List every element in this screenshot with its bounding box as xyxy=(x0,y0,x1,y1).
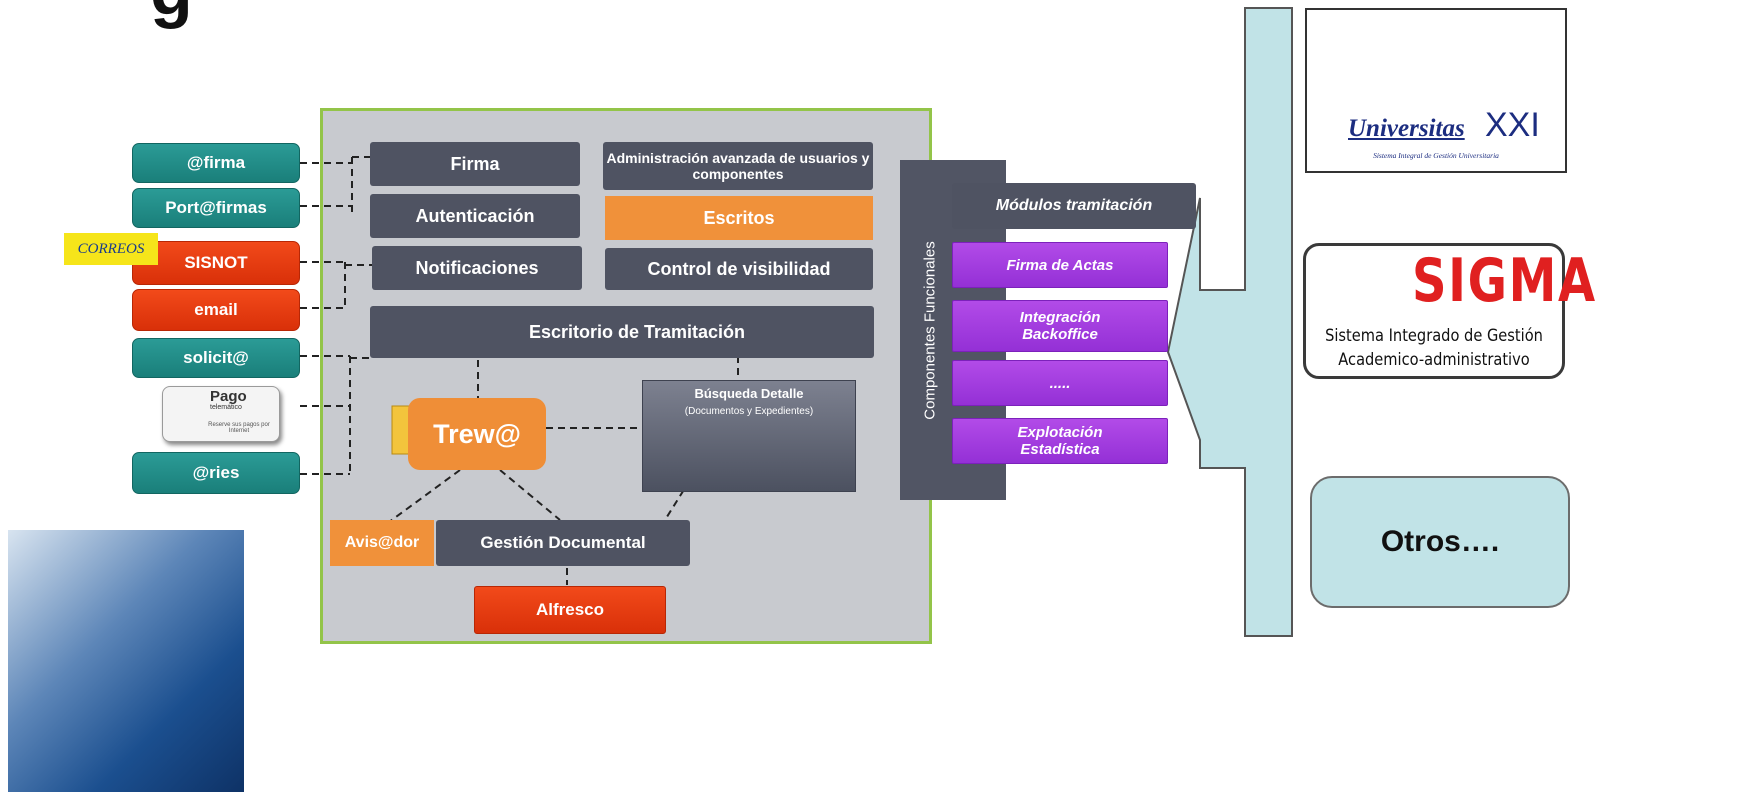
title-fragment: g xyxy=(150,0,193,30)
module-notificaciones: Notificaciones xyxy=(372,246,582,290)
components-header: Módulos tramitación xyxy=(952,183,1196,229)
module-gestion-documental: Gestión Documental xyxy=(436,520,690,566)
pago-title: Pago xyxy=(210,388,247,405)
correos-logo: CORREOS xyxy=(64,233,158,265)
module-autenticacion: Autenticación xyxy=(370,194,580,238)
uxxi-subtitle: Sistema Integral de Gestión Universitari… xyxy=(1373,151,1499,160)
uxxi-name: Universitas xyxy=(1348,115,1465,142)
pago-telematico-badge xyxy=(162,386,280,442)
module-escritos: Escritos xyxy=(605,196,873,240)
component-integracion-backoffice: Integración Backoffice xyxy=(952,300,1168,352)
module-avisador: Avis@dor xyxy=(330,520,434,566)
service-email: email xyxy=(132,289,300,331)
component-placeholder: ..... xyxy=(952,360,1168,406)
universitas-xxi-logo xyxy=(1305,8,1567,173)
service-ries: @ries xyxy=(132,452,300,494)
uxxi-roman: XXI xyxy=(1485,106,1540,144)
pago-subtitle: telemático xyxy=(210,404,242,411)
sigma-logo xyxy=(1303,243,1565,379)
module-admin: Administración avanzada de usuarios y co… xyxy=(603,142,873,190)
module-control-visibilidad: Control de visibilidad xyxy=(605,248,873,290)
pago-footnote: Reserve sus pagos por Internet xyxy=(208,422,270,434)
busqueda-detalle-box xyxy=(642,380,856,492)
service-portafirmas: Port@firmas xyxy=(132,188,300,228)
service-sisnot: SISNOT xyxy=(132,241,300,285)
sigma-subtitle-1: Sistema Integrado de Gestión xyxy=(1325,326,1543,346)
module-firma: Firma xyxy=(370,142,580,186)
busqueda-subtitle: (Documentos y Expedientes) xyxy=(684,406,814,417)
component-explotacion-estadistica: Explotación Estadística xyxy=(952,418,1168,464)
module-escritorio: Escritorio de Tramitación xyxy=(370,306,874,358)
module-alfresco: Alfresco xyxy=(474,586,666,634)
sigma-word: SIGMA xyxy=(1412,246,1597,316)
otros-box: Otros…. xyxy=(1310,476,1570,608)
sigma-subtitle-2: Academico-administrativo xyxy=(1338,350,1530,370)
service-solicita: solicit@ xyxy=(132,338,300,378)
busqueda-title: Búsqueda Detalle xyxy=(694,386,804,401)
trewa-engine: Trew@ xyxy=(408,398,546,470)
teamwork-hands-photo xyxy=(8,530,244,792)
service-firma: @firma xyxy=(132,143,300,183)
component-firma-actas: Firma de Actas xyxy=(952,242,1168,288)
